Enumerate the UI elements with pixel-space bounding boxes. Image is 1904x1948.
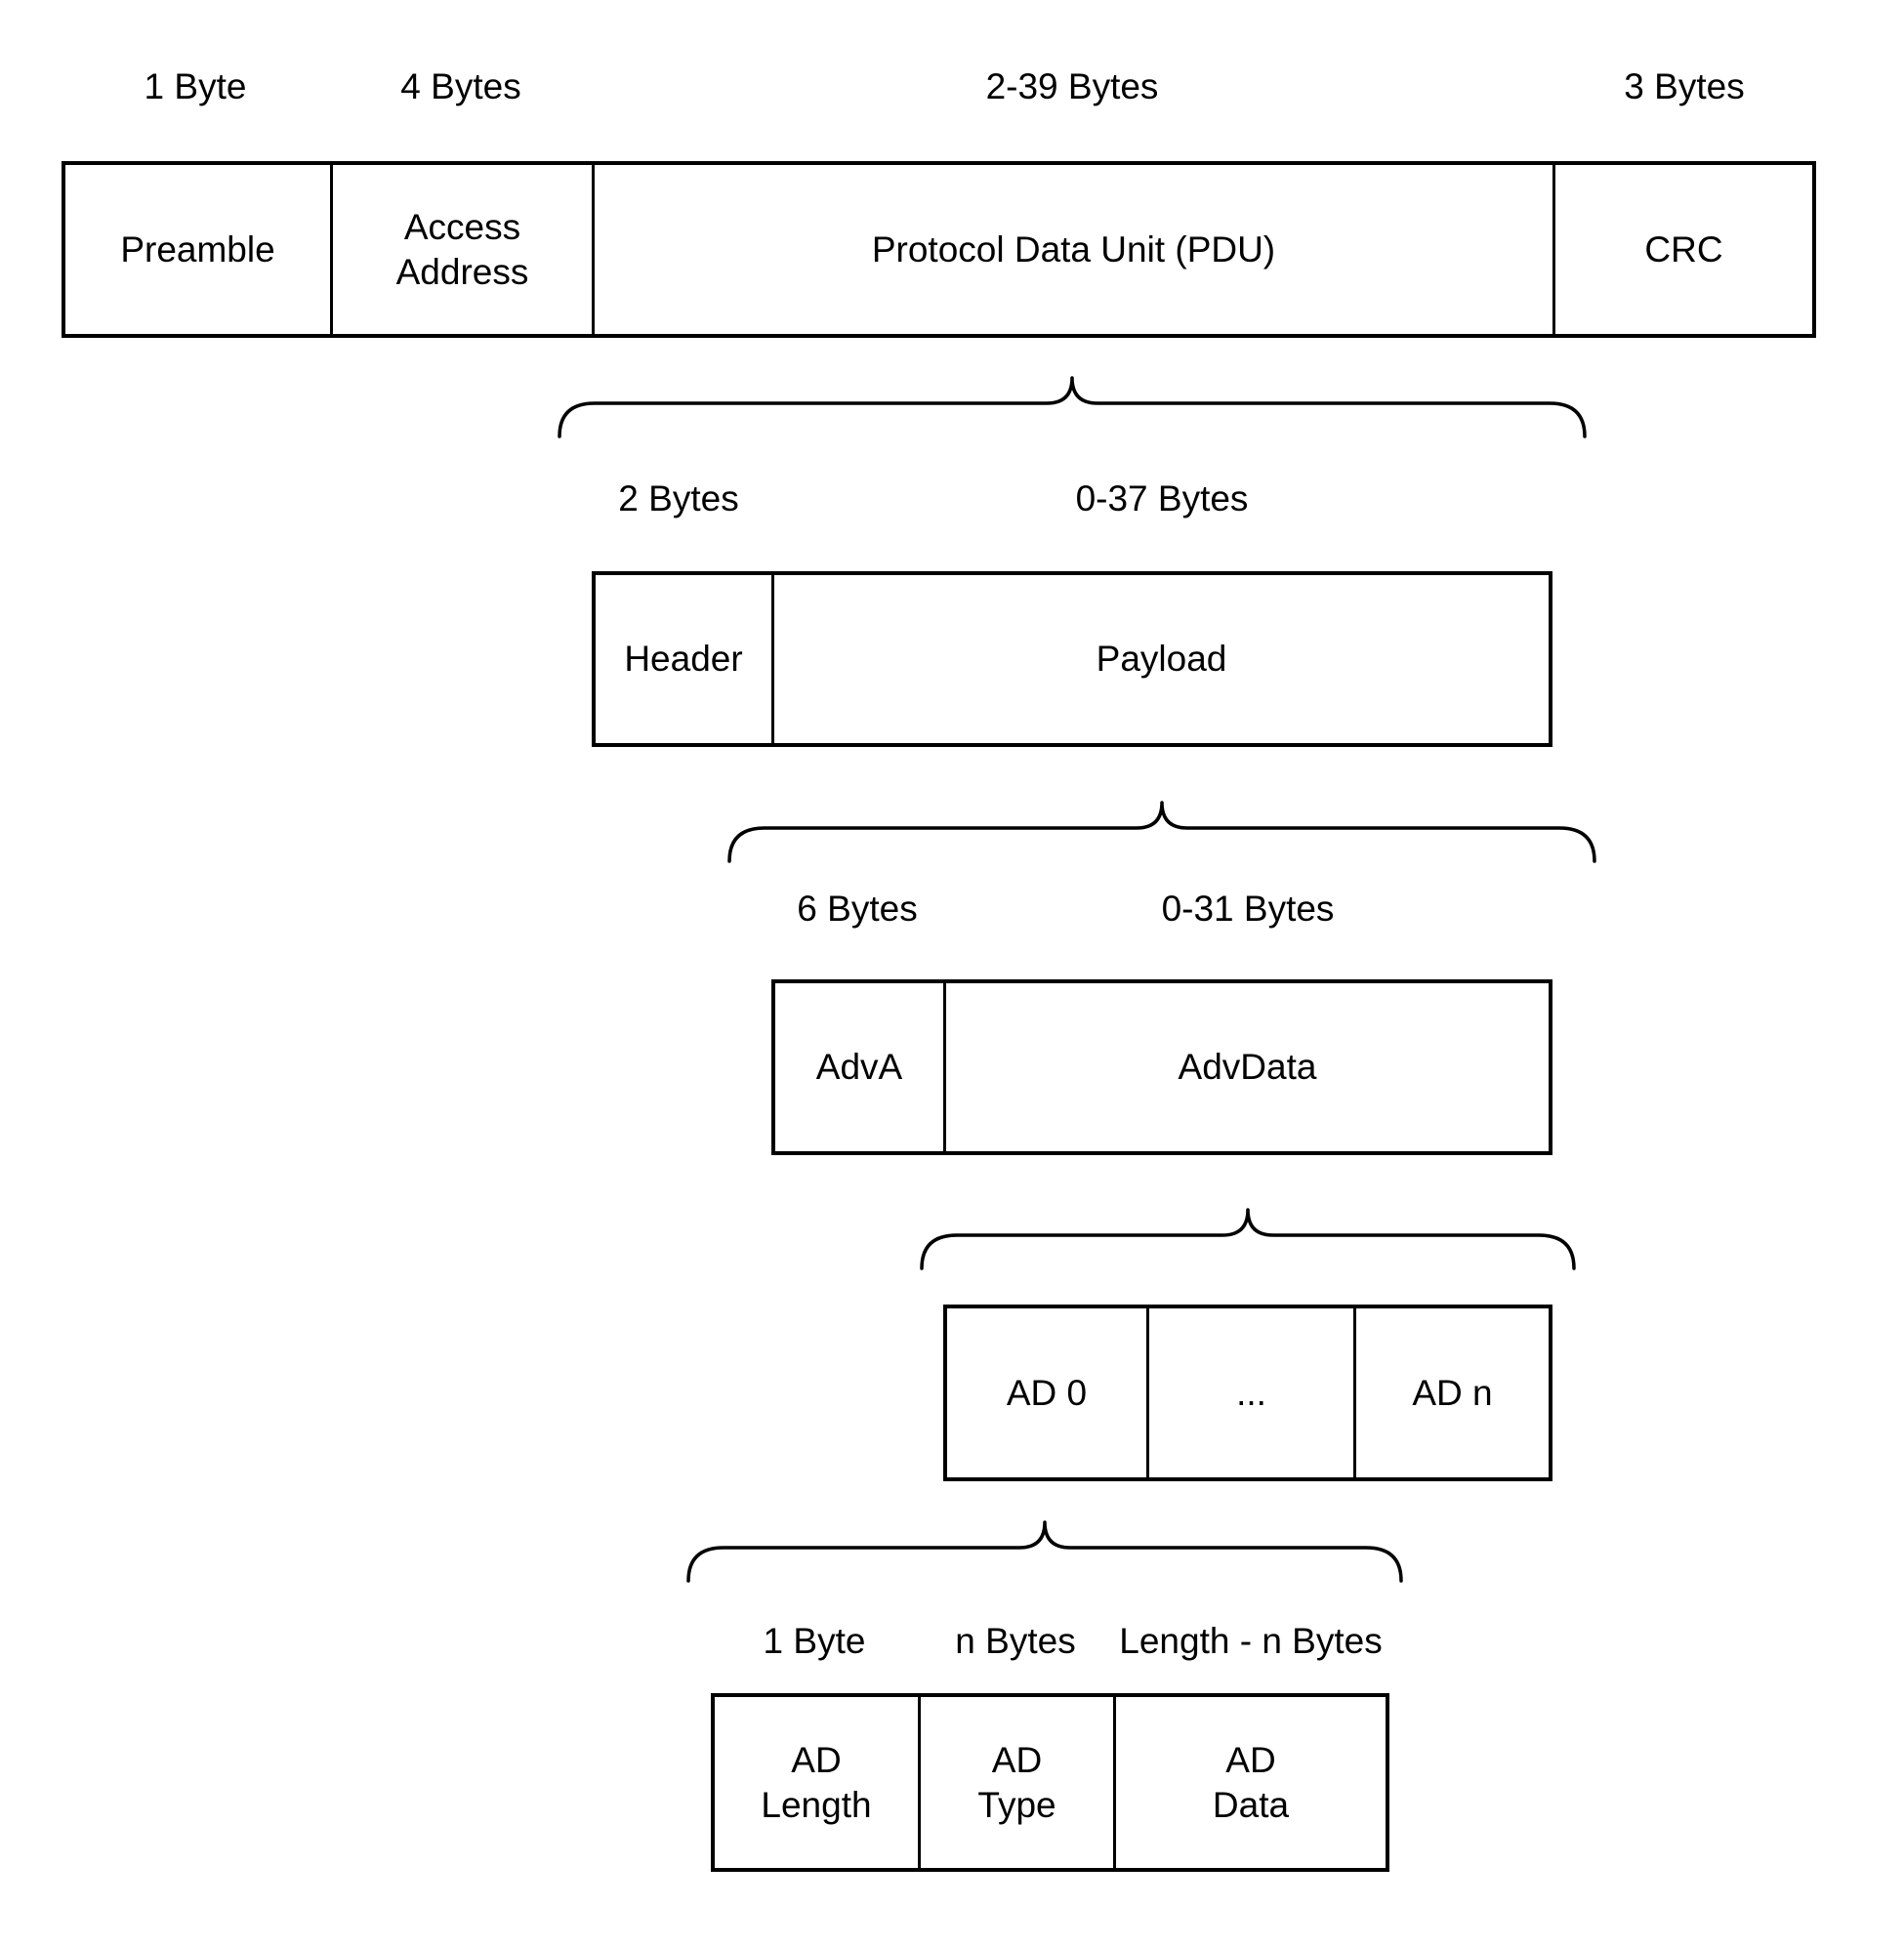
advdata-box: AdvData <box>943 983 1549 1151</box>
ad-more-box: ... <box>1146 1308 1353 1477</box>
ad-type-box: AD Type <box>918 1697 1113 1868</box>
crc-box: CRC <box>1552 165 1812 334</box>
size-label-crc: 3 Bytes <box>1624 66 1745 106</box>
size-label-header: 2 Bytes <box>618 478 739 518</box>
size-label-ad-type: n Bytes <box>955 1621 1076 1661</box>
ad-length-box: AD Length <box>761 1740 872 1825</box>
size-label-advdata: 0-31 Bytes <box>1161 889 1335 929</box>
advdata-expansion-brace <box>920 1208 1576 1270</box>
ad0-box: AD 0 <box>1006 1372 1088 1413</box>
adn-box: AD n <box>1353 1308 1549 1477</box>
payload-box: Payload <box>771 575 1549 743</box>
advdata-row: AD 0 ... AD n <box>943 1305 1552 1481</box>
access-address-box: Access Address <box>330 165 592 334</box>
pdu-expansion-brace <box>558 376 1587 438</box>
adva-box: AdvA <box>815 1047 903 1088</box>
size-label-access-address: 4 Bytes <box>400 66 521 106</box>
size-label-adva: 6 Bytes <box>797 889 918 929</box>
size-label-preamble: 1 Byte <box>144 66 247 106</box>
payload-expansion-brace <box>727 801 1596 863</box>
ad-data-box: AD Data <box>1113 1697 1386 1868</box>
size-label-ad-length: 1 Byte <box>763 1621 866 1661</box>
size-label-pdu: 2-39 Bytes <box>985 66 1159 106</box>
size-label-ad-data: Length - n Bytes <box>1119 1621 1383 1661</box>
header-box: Header <box>624 639 743 680</box>
pdu-box: Protocol Data Unit (PDU) <box>592 165 1552 334</box>
preamble-box: Preamble <box>120 228 275 269</box>
payload-row: AdvA AdvData <box>771 979 1552 1155</box>
packet-row: Preamble Access Address Protocol Data Un… <box>62 161 1816 338</box>
pdu-row: Header Payload <box>592 571 1552 747</box>
size-label-payload: 0-37 Bytes <box>1075 478 1249 518</box>
ad0-expansion-brace <box>686 1520 1403 1583</box>
ad-structure-row: AD Length AD Type AD Data <box>711 1693 1389 1872</box>
